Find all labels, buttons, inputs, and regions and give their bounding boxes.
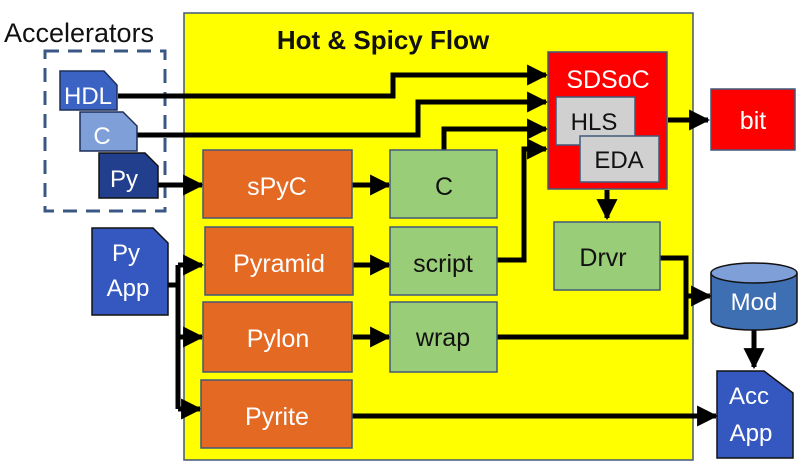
edge-script-to-sdsoc bbox=[497, 138, 549, 263]
sdsoc-block[interactable]: SDSoC HLS EDA bbox=[547, 51, 668, 190]
wrap-label: wrap bbox=[415, 324, 470, 352]
py-app-label-line2: App bbox=[107, 275, 150, 302]
pyrite-tool[interactable]: Pyrite bbox=[200, 379, 353, 449]
c-document[interactable]: C bbox=[79, 111, 138, 152]
hdl-label: HDL bbox=[64, 83, 112, 110]
eda-box[interactable]: EDA bbox=[579, 135, 660, 183]
pylon-tool[interactable]: Pylon bbox=[202, 301, 353, 373]
hdl-document[interactable]: HDL bbox=[59, 70, 118, 111]
connections bbox=[118, 64, 765, 427]
bit-output[interactable]: bit bbox=[710, 88, 796, 151]
document-icon bbox=[98, 152, 159, 199]
eda-label: EDA bbox=[594, 147, 643, 174]
sdsoc-label: SDSoC bbox=[566, 66, 649, 94]
document-icon bbox=[79, 111, 138, 152]
document-icon bbox=[716, 370, 794, 459]
document-icon bbox=[91, 227, 169, 316]
c-artifact[interactable]: C bbox=[389, 149, 498, 219]
edge-c-to-sdsoc-hls bbox=[441, 118, 549, 150]
flow-title: Hot & Spicy Flow bbox=[277, 25, 490, 55]
drvr-artifact[interactable]: Drvr bbox=[553, 221, 661, 291]
edge-pyapp-trunk bbox=[168, 282, 181, 409]
bit-label: bit bbox=[740, 107, 766, 135]
edge-drvr-to-mod bbox=[660, 255, 713, 307]
py-app-document[interactable]: Py App bbox=[91, 227, 169, 316]
edge-c-to-sdsoc bbox=[137, 91, 549, 138]
pyramid-tool[interactable]: Pyramid bbox=[204, 226, 354, 296]
acc-app-label-line2: App bbox=[730, 420, 773, 447]
script-artifact[interactable]: script bbox=[389, 226, 498, 296]
drvr-label: Drvr bbox=[579, 244, 626, 272]
mod-database[interactable]: Mod bbox=[710, 262, 798, 331]
document-icon bbox=[59, 70, 118, 111]
hls-label: HLS bbox=[571, 109, 618, 136]
acc-app-label-line1: Acc bbox=[729, 383, 769, 410]
edge-wrap-to-mod bbox=[497, 296, 689, 340]
pylon-label: Pylon bbox=[247, 325, 310, 353]
script-label: script bbox=[413, 250, 473, 278]
spyc-label: sPyC bbox=[247, 173, 307, 201]
py-label: Py bbox=[110, 166, 138, 193]
wrap-artifact[interactable]: wrap bbox=[389, 301, 498, 373]
pyramid-label: Pyramid bbox=[233, 250, 325, 278]
py-document[interactable]: Py bbox=[98, 152, 159, 199]
c-artifact-label: C bbox=[435, 173, 453, 201]
py-app-label-line1: Py bbox=[112, 240, 140, 267]
c-label: C bbox=[93, 123, 110, 150]
accelerators-group-border bbox=[43, 49, 167, 213]
edge-hdl-to-sdsoc bbox=[118, 64, 549, 99]
spyc-tool[interactable]: sPyC bbox=[202, 149, 353, 219]
database-icon bbox=[710, 273, 798, 331]
accelerators-label: Accelerators bbox=[4, 18, 154, 48]
mod-label: Mod bbox=[731, 289, 778, 316]
acc-app-document[interactable]: Acc App bbox=[716, 370, 794, 459]
pyrite-label: Pyrite bbox=[245, 403, 309, 431]
